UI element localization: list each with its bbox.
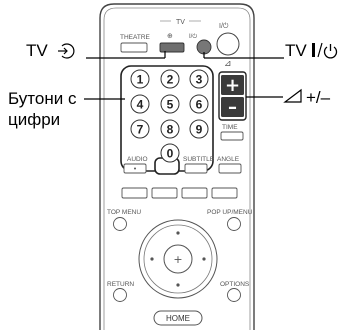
popup-menu-button[interactable] [227,217,241,231]
digit-label-4: 4 [137,98,144,112]
tv-input-callout-label: TV [26,41,48,60]
popup-menu-label: POP UP/MENU [207,209,253,216]
angle-button[interactable] [218,163,242,174]
number-buttons-callout-line2: цифри [8,110,61,129]
color-button-green[interactable] [151,187,178,199]
digit-button-1[interactable] [130,69,150,89]
digit-button-9[interactable] [189,119,209,139]
volume-small-icon: ⊿ [224,59,232,69]
input-icon [58,43,75,59]
power-button[interactable] [216,32,240,56]
digit-label-6: 6 [196,98,203,112]
dpad-down[interactable] [176,283,180,287]
audio-label: AUDIO [127,156,148,163]
color-button-blue[interactable] [211,187,238,199]
top-menu-label: TOP MENU [107,209,141,216]
digit-label-8: 8 [167,123,174,137]
options-label: OPTIONS [220,281,250,288]
dpad-enter-icon: + [173,253,182,266]
angle-label: ANGLE [217,156,240,163]
digit-label-7: 7 [137,123,144,137]
dpad-up[interactable] [176,231,180,235]
top-menu-button[interactable] [113,217,127,231]
return-button[interactable] [113,288,127,302]
tv-power-button[interactable] [196,39,212,55]
color-button-yellow[interactable] [181,187,208,199]
tv-group-label: TV [176,19,185,26]
volume-plus-button[interactable] [221,75,244,95]
digit-button-7[interactable] [130,119,150,139]
digit-label-5: 5 [167,98,174,112]
power-label: I/⏻ [219,22,229,30]
digit-label-3: 3 [196,73,203,87]
volume-icon [283,88,302,103]
number-buttons-callout-line1: Бутони с [8,89,77,108]
digit-buttons: 1 2 3 4 5 6 7 8 9 0 [130,69,209,163]
dpad-ring-inner [143,224,213,294]
dpad-enter-button[interactable] [163,244,193,274]
tv-power-label-small: I/⏻ [189,33,197,40]
input-icon-small: ⊕ [167,32,173,40]
digit-button-2[interactable] [160,69,180,89]
dpad-right[interactable] [202,257,206,261]
volume-plus-label: + [225,75,240,96]
theatre-button[interactable] [120,42,148,53]
theatre-label: THEATRE [120,34,151,41]
digit-button-6[interactable] [189,94,209,114]
time-button[interactable] [220,131,244,141]
volume-minus-label: – [228,97,237,118]
volume-callout-label: +/– [306,88,331,107]
subtitle-button[interactable] [184,163,208,174]
time-label: TIME [222,124,238,131]
options-button[interactable] [227,288,241,302]
tv-power-callout-label: TV [285,41,307,60]
return-label: RETURN [107,281,134,288]
subtitle-label: SUBTITLE [183,156,215,163]
digit-button-4[interactable] [130,94,150,114]
tv-input-button[interactable] [159,42,185,53]
home-label: HOME [166,314,190,323]
power-icon [312,42,338,59]
dpad-left[interactable] [150,257,154,261]
digit-button-0[interactable] [160,143,180,163]
digit-label-0: 0 [167,147,174,161]
digit-label-9: 9 [196,123,203,137]
home-button[interactable] [153,310,203,326]
digit-button-3[interactable] [189,69,209,89]
digit-button-5[interactable] [160,94,180,114]
color-button-red[interactable] [121,187,148,199]
remote-inner-outline [103,7,251,330]
digit-button-8[interactable] [160,119,180,139]
digit-label-2: 2 [167,73,174,87]
digit-label-1: 1 [137,73,144,87]
volume-minus-button[interactable] [221,97,244,117]
